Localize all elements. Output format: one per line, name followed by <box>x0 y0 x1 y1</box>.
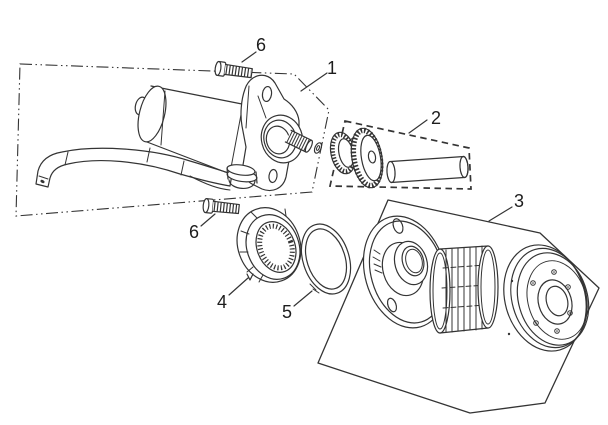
callout-leader-2 <box>408 119 428 134</box>
clutch-roller-cage <box>429 245 499 334</box>
ring-nut <box>236 207 302 283</box>
boundary-starter-clutch <box>317 199 600 414</box>
gear-shaft <box>386 155 469 184</box>
callout-leader-3 <box>488 206 513 222</box>
callout-leader-6-upper <box>241 51 257 63</box>
drum-bolt-holes <box>507 269 573 336</box>
boundary-starter-motor-group <box>15 63 330 217</box>
starter-motor <box>134 74 323 192</box>
callout-label-4: 4 <box>216 292 228 312</box>
supply-cable <box>35 147 233 191</box>
bolt-lower <box>202 198 240 215</box>
clutch-drum <box>503 244 590 352</box>
callout-label-6-upper: 6 <box>255 35 267 55</box>
callout-label-3: 3 <box>513 191 525 211</box>
callout-leader-6-lower <box>200 213 216 227</box>
callout-label-2: 2 <box>430 108 442 128</box>
callout-label-5: 5 <box>281 302 293 322</box>
callout-label-1: 1 <box>326 58 338 78</box>
gasket-ring <box>300 223 352 295</box>
starter-motor-shaft <box>284 129 313 153</box>
callout-leader-4 <box>228 277 249 296</box>
cable-collar <box>226 164 258 189</box>
bolt-upper <box>214 60 253 79</box>
callout-leader-1 <box>300 72 328 92</box>
callout-label-6-lower: 6 <box>188 222 200 242</box>
idle-gear <box>329 127 384 189</box>
clutch-drive-plate <box>362 215 448 329</box>
callout-leaders <box>200 51 513 307</box>
callout-leader-5 <box>293 290 313 307</box>
